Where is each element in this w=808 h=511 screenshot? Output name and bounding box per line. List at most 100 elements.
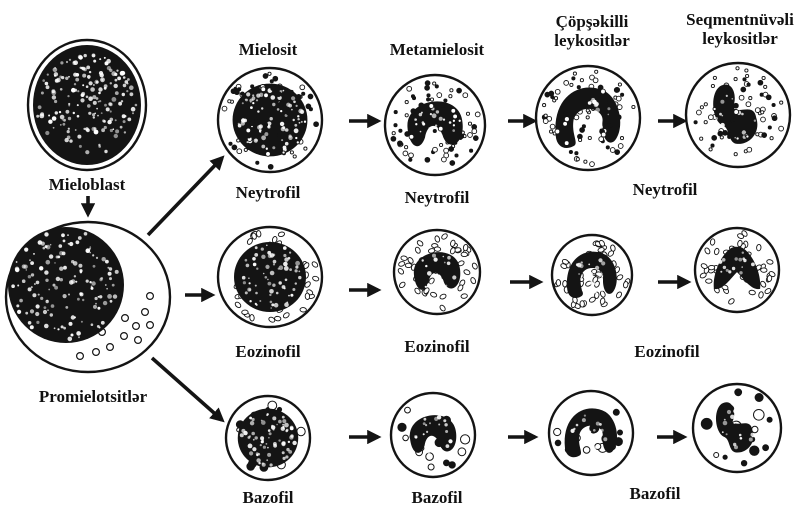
cell-neytrofil-mielosit [218,68,322,172]
granule [588,136,591,139]
granule [246,145,251,150]
granule [252,102,255,105]
granule [425,81,430,86]
granule [237,139,240,142]
granule [286,110,291,115]
granule [701,418,712,429]
granule [433,129,436,132]
granule [704,103,707,106]
granule [582,125,585,128]
granule [391,136,396,141]
granule [261,87,266,92]
granule [274,316,281,321]
granule [712,136,717,141]
granule [450,161,455,166]
granule [440,143,443,146]
granule [601,89,606,94]
granule [270,80,273,83]
granule [437,93,442,98]
granule [452,124,455,127]
granule [263,74,268,79]
granule [405,263,411,267]
label-mieloblast: Mieloblast [49,175,126,194]
granule [147,293,154,300]
granule [617,105,622,110]
granule [296,141,299,144]
granule [452,119,455,122]
granule [266,152,271,157]
granule [761,268,768,273]
granule [756,244,761,251]
granule [739,95,744,100]
granule [583,447,590,454]
cell-neytrofil-seqmentnuveli [686,63,790,167]
cell-mieloblast [28,40,146,170]
label-eozinofil-metamielosit: Eozinofil [404,337,469,356]
granule [135,337,142,344]
granule [708,265,715,270]
granule [276,92,281,97]
granule [780,101,783,104]
granule [718,131,723,136]
granule [433,82,436,85]
granule [608,101,611,104]
granule [405,101,408,104]
granule [279,101,284,106]
granule [736,137,739,140]
granule [586,116,589,119]
granule [255,119,258,122]
granule [246,128,251,133]
granule [710,238,715,245]
header-seqmentnuveli-leykositler: Seqmentnüvəli leykositlər [686,10,794,48]
granule [453,141,456,144]
granule [575,152,578,155]
granule [595,70,598,73]
granule [242,310,249,315]
granule [747,147,752,152]
granule [736,67,739,70]
granule [599,137,604,142]
granule [555,129,560,134]
granule [750,446,759,455]
granule [268,401,277,410]
label-bazofil-metamielosit: Bazofil [412,488,463,507]
granule [314,122,319,127]
granule [232,145,237,150]
granule [398,141,403,146]
granule [543,119,548,124]
cell-bazofil-mielosit [226,396,310,480]
granule [772,103,775,106]
granule [709,148,712,151]
granule [577,86,580,89]
granule [265,147,268,150]
cell-bazofil-copsekilli [549,391,633,475]
granule [593,78,598,83]
granule [590,162,595,167]
granule [142,309,149,316]
granule [584,160,587,163]
granule [610,148,615,153]
granule [398,423,406,431]
granule [562,280,567,287]
granule [618,430,623,435]
granule [409,153,414,158]
granule [761,111,764,114]
granule [618,83,621,86]
granule [427,94,430,97]
granule [632,105,635,108]
granule [434,247,441,252]
granule [394,111,397,114]
granule [475,112,480,117]
granule [762,76,765,79]
granule [428,464,434,470]
granule [734,153,737,156]
granule [264,123,267,126]
arrow-to-neytrofil-mielosit [148,158,222,235]
granule [237,149,242,154]
granule [409,158,412,161]
label-bazofil-leykosit: Bazofil [630,484,681,503]
granule [741,461,746,466]
granule [755,394,763,402]
granule [433,147,438,152]
